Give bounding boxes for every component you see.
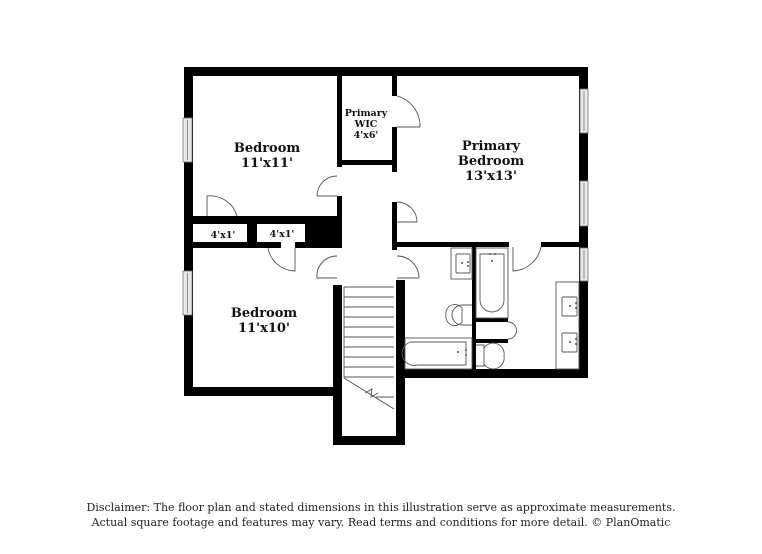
windows [182,88,589,316]
room-dimensions: 13'x13' [465,169,517,184]
faucet-dots [457,253,577,356]
room-dimensions: 4'x6' [354,130,379,141]
room-closet-1: 4'x1' [211,230,236,241]
room-primary-bedroom: Primary Bedroom 13'x13' [458,139,525,184]
room-closet-2: 4'x1' [270,229,295,240]
room-dimensions: 11'x10' [238,321,290,336]
doors [206,95,542,340]
stairs [343,286,395,410]
room-name-line1: Primary [462,139,521,154]
room-name-line1: Primary [345,108,388,119]
walls [184,67,588,445]
room-bedroom-2: Bedroom 11'x10' [231,306,298,336]
bath-fixtures [401,247,580,370]
room-name-line2: Bedroom [458,154,525,169]
room-dimensions: 4'x1' [270,229,295,240]
disclaimer-line-2: Actual square footage and features may v… [91,516,671,529]
disclaimer-line-1: Disclaimer: The floor plan and stated di… [86,501,676,514]
room-dimensions: 11'x11' [241,156,293,171]
room-name: Bedroom [234,141,301,156]
room-primary-wic: Primary WIC 4'x6' [345,108,388,141]
room-name-line2: WIC [354,119,378,130]
room-name: Bedroom [231,306,298,321]
room-dimensions: 4'x1' [211,230,236,241]
room-bedroom-1: Bedroom 11'x11' [234,141,301,171]
